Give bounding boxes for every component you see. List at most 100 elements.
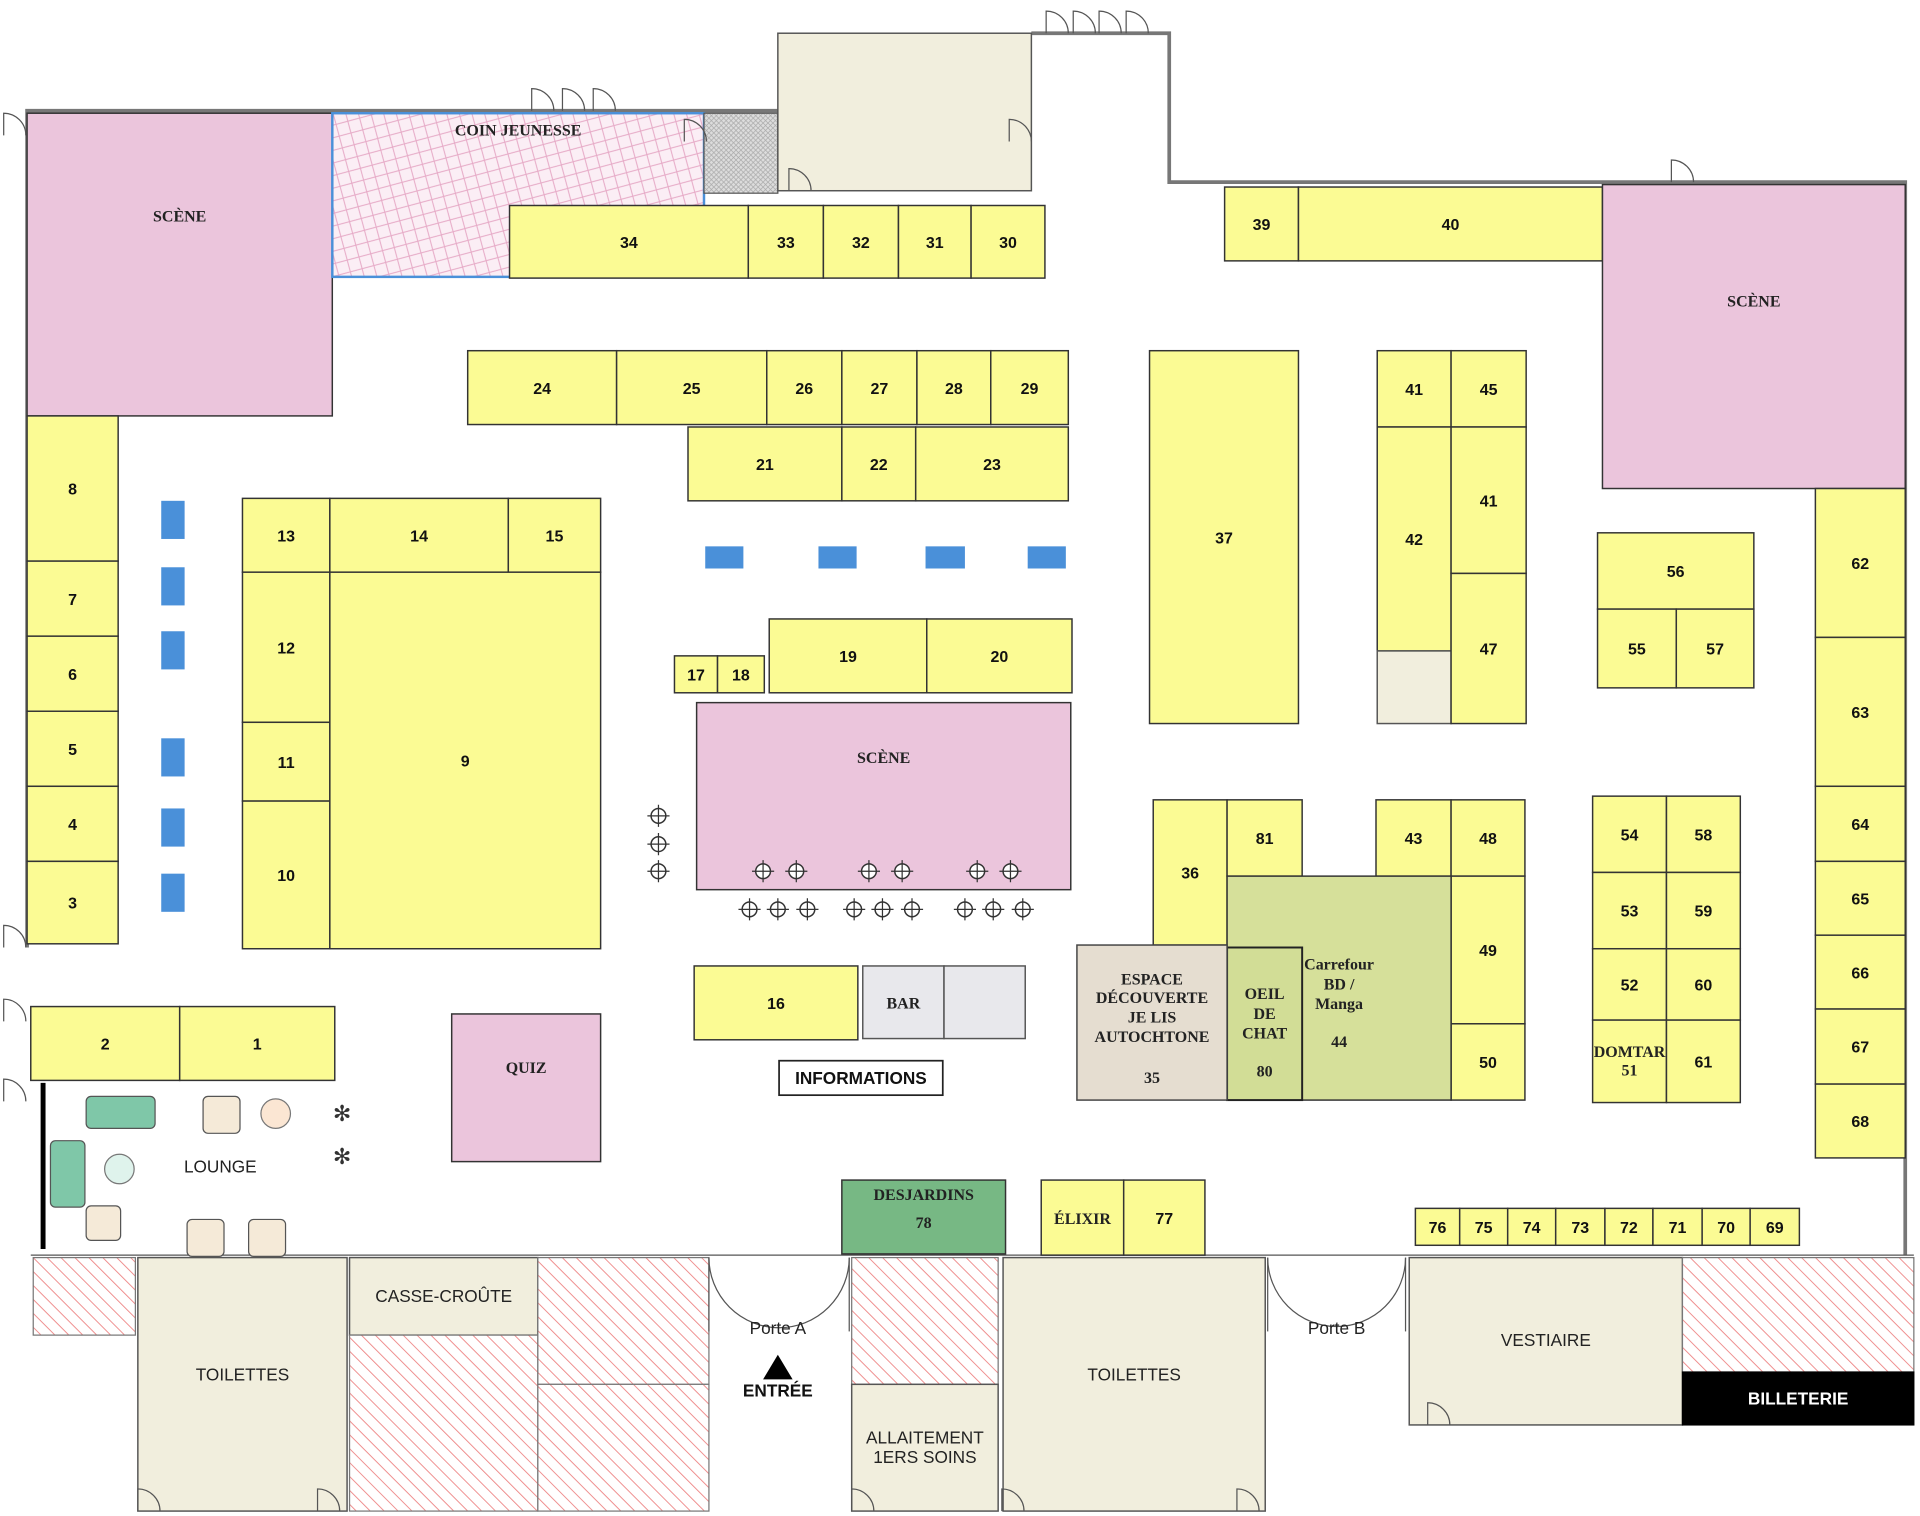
booth-12[interactable] — [241, 571, 331, 724]
booth-58[interactable] — [1665, 795, 1742, 874]
booth-72[interactable] — [1604, 1207, 1654, 1247]
stage-left[interactable] — [26, 112, 334, 417]
booth-37[interactable] — [1148, 349, 1300, 725]
booth-36[interactable] — [1152, 799, 1228, 946]
toilettes-right[interactable] — [1002, 1256, 1266, 1512]
booth-54[interactable] — [1591, 795, 1668, 874]
booth-44-carrefour-bd-manga-label: BD / — [1324, 976, 1355, 993]
booth-48[interactable] — [1450, 799, 1526, 877]
booth-elixir[interactable] — [1040, 1179, 1125, 1256]
booth-81-label: 81 — [1256, 831, 1274, 848]
booth-6[interactable] — [26, 635, 119, 712]
booth-50[interactable] — [1450, 1023, 1526, 1101]
booth-4[interactable] — [26, 785, 119, 863]
booth-74[interactable] — [1506, 1207, 1557, 1247]
booth-30[interactable] — [970, 204, 1046, 279]
booth-69-label: 69 — [1766, 1220, 1784, 1237]
booth-57-label: 57 — [1706, 642, 1724, 659]
booth-10[interactable] — [241, 800, 331, 950]
booth-53[interactable] — [1591, 871, 1668, 950]
stage-center[interactable] — [695, 701, 1072, 891]
booth-73[interactable] — [1554, 1207, 1606, 1247]
booth-64-label: 64 — [1851, 817, 1869, 834]
booth-69[interactable] — [1749, 1207, 1801, 1247]
sofa-icon — [49, 1140, 86, 1208]
booth-61[interactable] — [1665, 1019, 1742, 1104]
booth-47[interactable] — [1450, 572, 1527, 725]
booth-35-espace-decouverte-label: JE LIS — [1128, 1010, 1177, 1027]
booth-7[interactable] — [26, 560, 119, 637]
booth-23[interactable] — [914, 426, 1070, 502]
toilettes-left[interactable] — [137, 1256, 348, 1512]
booth-43[interactable] — [1375, 799, 1452, 877]
casse-croute-label: CASSE-CROÛTE — [375, 1286, 512, 1306]
booth-13[interactable] — [241, 497, 331, 573]
booth-60[interactable] — [1665, 947, 1742, 1021]
booth-65[interactable] — [1814, 860, 1906, 936]
booth-35-espace-decouverte-label: DÉCOUVERTE — [1096, 988, 1208, 1007]
booth-64[interactable] — [1814, 785, 1906, 863]
bar[interactable] — [862, 965, 945, 1040]
booth-57[interactable] — [1675, 608, 1755, 689]
billeterie-label: BILLETERIE — [1748, 1389, 1848, 1409]
booth-29[interactable] — [990, 349, 1070, 426]
booth-15[interactable] — [507, 497, 602, 573]
chair-icon — [891, 860, 914, 883]
booth-8[interactable] — [26, 415, 119, 562]
chair-icon — [647, 833, 670, 856]
booth-3[interactable] — [26, 860, 119, 945]
stage-right[interactable] — [1601, 183, 1906, 490]
booth-51-domtar[interactable] — [1591, 1019, 1668, 1104]
booth-28[interactable] — [916, 349, 992, 426]
booth-16[interactable] — [693, 965, 859, 1041]
double-door-icon[interactable] — [708, 1257, 850, 1329]
booth-77[interactable] — [1122, 1179, 1206, 1256]
booth-76[interactable] — [1414, 1207, 1461, 1247]
booth-41b[interactable] — [1450, 426, 1527, 575]
booth-2[interactable] — [30, 1005, 181, 1082]
booth-45[interactable] — [1450, 349, 1527, 428]
booth-56[interactable] — [1596, 532, 1755, 610]
booth-14[interactable] — [329, 497, 510, 573]
storage-room — [703, 112, 779, 194]
allaitement-premiers-soins[interactable] — [850, 1383, 999, 1512]
informations-desk[interactable] — [778, 1059, 944, 1097]
vestiaire[interactable] — [1408, 1256, 1684, 1426]
booth-24[interactable] — [466, 349, 618, 426]
billeterie[interactable] — [1681, 1371, 1915, 1426]
booth-80-oeil-de-chat[interactable] — [1226, 946, 1304, 1102]
booth-34[interactable] — [508, 204, 750, 279]
door-icon — [1670, 159, 1695, 183]
booth-1[interactable] — [178, 1005, 336, 1082]
booth-32[interactable] — [822, 204, 900, 279]
booth-66[interactable] — [1814, 934, 1906, 1010]
double-door-icon[interactable] — [1267, 1257, 1407, 1328]
booth-81[interactable] — [1226, 799, 1303, 877]
booth-67[interactable] — [1814, 1008, 1906, 1085]
booth-20[interactable] — [926, 618, 1073, 694]
booth-3-label: 3 — [68, 896, 77, 913]
booth-33[interactable] — [747, 204, 825, 279]
armchair-icon — [248, 1218, 287, 1257]
booth-35-espace-decouverte[interactable] — [1076, 944, 1228, 1101]
booth-26[interactable] — [766, 349, 843, 426]
zone-quiz[interactable] — [450, 1013, 602, 1163]
booth-62[interactable] — [1814, 487, 1906, 639]
chair-icon — [871, 898, 894, 921]
booth-11[interactable] — [241, 721, 331, 802]
booth-30-label: 30 — [999, 235, 1017, 252]
booth-60-label: 60 — [1694, 978, 1712, 995]
booth-27[interactable] — [841, 349, 918, 426]
booth-25[interactable] — [615, 349, 768, 426]
booth-55[interactable] — [1596, 608, 1678, 689]
booth-63[interactable] — [1814, 636, 1906, 788]
booth-18[interactable] — [716, 655, 766, 694]
booth-78-desjardins[interactable] — [841, 1179, 1007, 1255]
closed-area — [1681, 1256, 1915, 1373]
booth-66-label: 66 — [1851, 965, 1869, 982]
booth-68[interactable] — [1814, 1083, 1906, 1159]
closed-area — [348, 1334, 539, 1512]
booth-9[interactable] — [329, 571, 602, 950]
casse-croute[interactable] — [348, 1256, 539, 1336]
